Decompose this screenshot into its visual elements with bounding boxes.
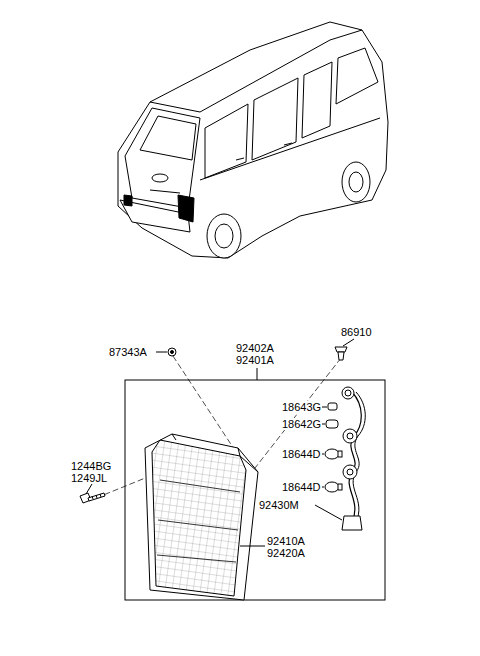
- leader-line: [86, 484, 92, 494]
- assembly-frame: [125, 380, 385, 600]
- callout-number: 86910: [340, 326, 373, 338]
- callout-number: 1244BG: [70, 460, 112, 472]
- leader-line: [257, 368, 258, 380]
- callout-number: 18644D: [281, 448, 322, 460]
- leader-line: [156, 352, 167, 353]
- callout-number: 18643G: [281, 401, 322, 413]
- callout-number: 92420A: [266, 547, 306, 559]
- screw: [80, 493, 105, 503]
- callout-number: 18644D: [281, 481, 322, 493]
- rear-combination-lamp: [145, 434, 258, 600]
- callout-number: 92410A: [266, 535, 306, 547]
- bulb-socket: [342, 387, 362, 530]
- bulb: [325, 403, 342, 492]
- leader-line: [240, 546, 265, 547]
- callout-number: 92402A: [235, 342, 275, 354]
- wiring-harness: [349, 392, 365, 522]
- callout-number: 18642G: [281, 418, 322, 430]
- clip: [335, 347, 347, 360]
- callout-number: 92401A: [235, 354, 275, 366]
- fastener: [168, 348, 176, 356]
- vehicle-drawing: [118, 22, 388, 258]
- callout-number: 87343A: [108, 346, 148, 358]
- callout-number: 1249JL: [70, 472, 108, 484]
- leader-line: [343, 339, 354, 346]
- callout-number: 92430M: [258, 499, 300, 511]
